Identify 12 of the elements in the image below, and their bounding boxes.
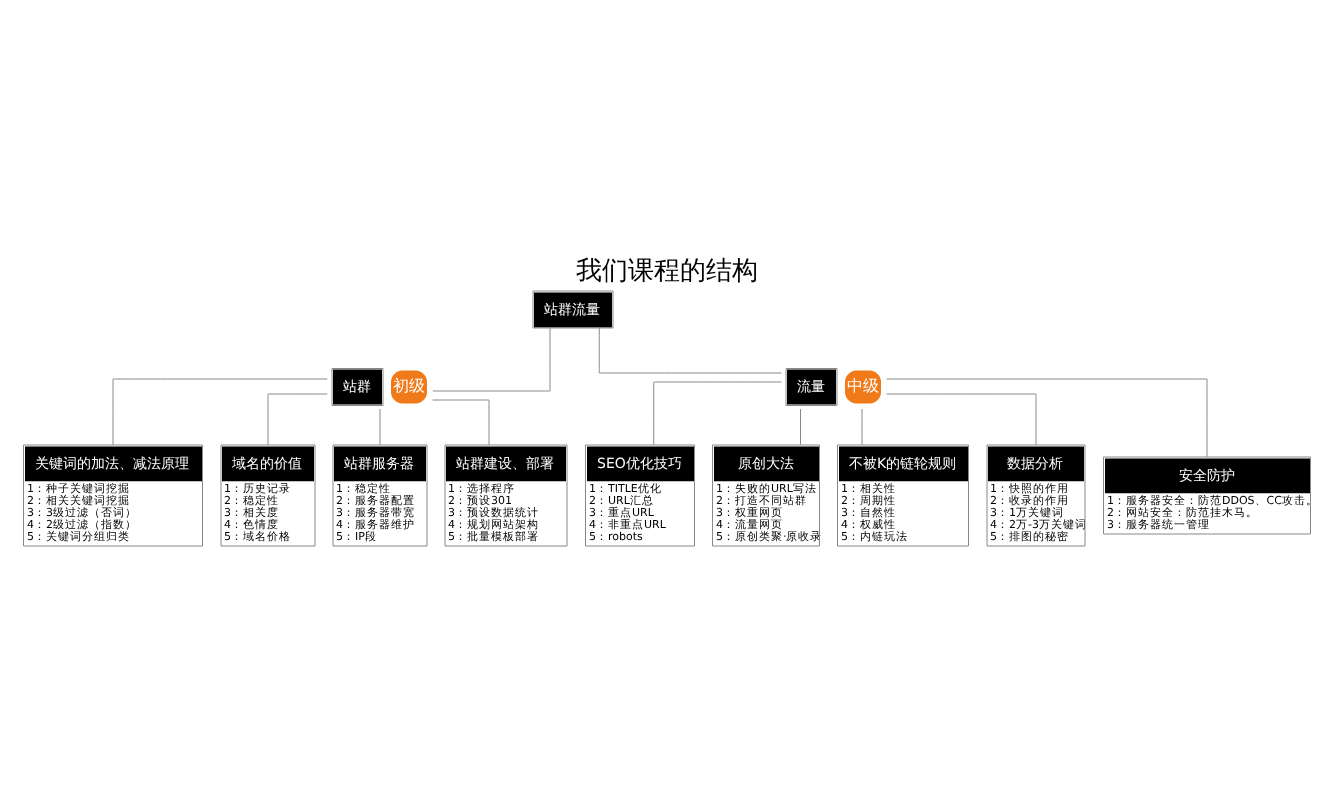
connector — [432, 399, 490, 446]
connector — [886, 378, 1208, 458]
connector — [267, 393, 328, 446]
connector — [653, 381, 782, 446]
connector — [861, 408, 863, 446]
connector — [886, 393, 1037, 446]
connector — [800, 408, 801, 446]
diagram-title: 我们课程的结构 — [576, 256, 758, 287]
connector — [379, 408, 381, 446]
connector — [432, 327, 551, 392]
connector — [112, 378, 328, 446]
connector — [598, 327, 782, 374]
